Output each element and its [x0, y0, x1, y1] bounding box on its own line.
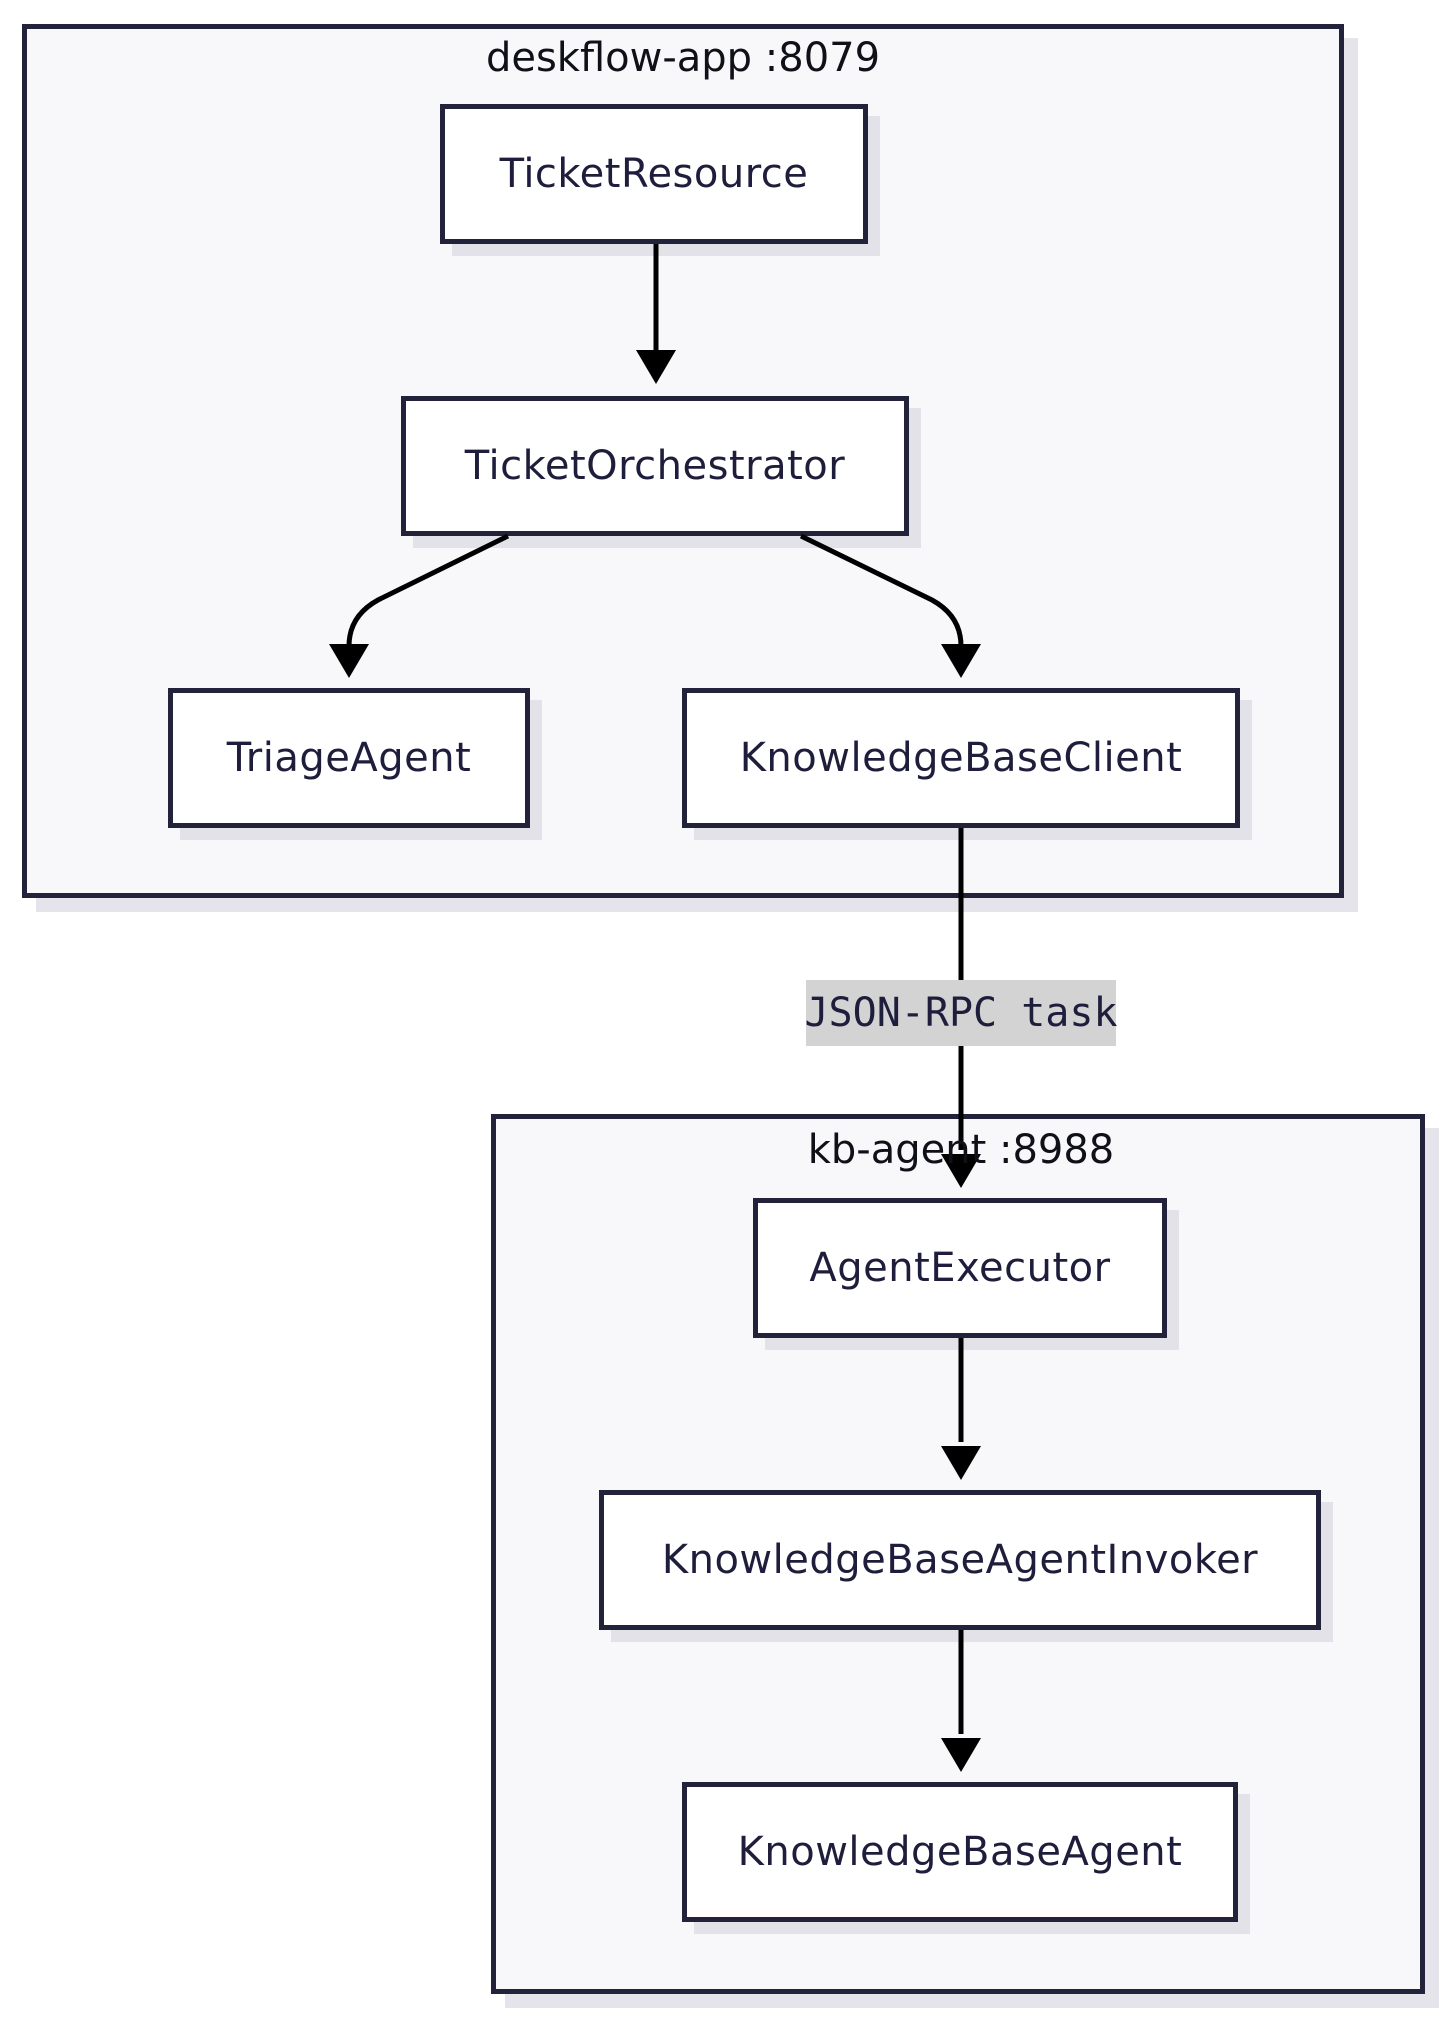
- edge-orchestrator-to-triage: [346, 533, 510, 647]
- node-knowledge-base-agent[interactable]: KnowledgeBaseAgent: [682, 1782, 1238, 1922]
- node-knowledge-base-agent-invoker[interactable]: KnowledgeBaseAgentInvoker: [599, 1490, 1321, 1630]
- arrowhead-kbclient: [941, 644, 981, 678]
- node-agent-executor-label: AgentExecutor: [809, 1245, 1111, 1291]
- edge-label-json-rpc-text: JSON-RPC task: [804, 990, 1118, 1036]
- arrowhead-triage: [329, 644, 369, 678]
- node-knowledge-base-client[interactable]: KnowledgeBaseClient: [682, 688, 1240, 828]
- cluster-kb-agent-title: kb-agent :8988: [807, 1127, 1115, 1173]
- node-ticket-orchestrator-label: TicketOrchestrator: [464, 443, 846, 489]
- node-ticket-orchestrator[interactable]: TicketOrchestrator: [401, 396, 909, 536]
- edge-label-json-rpc: JSON-RPC task: [804, 980, 1118, 1046]
- edge-orchestrator-to-kbclient: [799, 533, 964, 647]
- arrowhead-resource: [636, 350, 676, 384]
- node-knowledge-base-agent-invoker-label: KnowledgeBaseAgentInvoker: [661, 1537, 1259, 1583]
- node-ticket-resource-label: TicketResource: [499, 151, 809, 197]
- arrowhead-kbagent: [941, 1738, 981, 1772]
- node-triage-agent[interactable]: TriageAgent: [168, 688, 530, 828]
- node-knowledge-base-agent-label: KnowledgeBaseAgent: [737, 1829, 1183, 1875]
- node-triage-agent-label: TriageAgent: [226, 735, 472, 781]
- cluster-deskflow-app-title: deskflow-app :8079: [485, 35, 881, 81]
- node-agent-executor[interactable]: AgentExecutor: [753, 1198, 1167, 1338]
- arrowhead-invoker: [941, 1446, 981, 1480]
- arrowhead-executor: [941, 1154, 981, 1188]
- node-knowledge-base-client-label: KnowledgeBaseClient: [739, 735, 1183, 781]
- node-ticket-resource[interactable]: TicketResource: [440, 104, 868, 244]
